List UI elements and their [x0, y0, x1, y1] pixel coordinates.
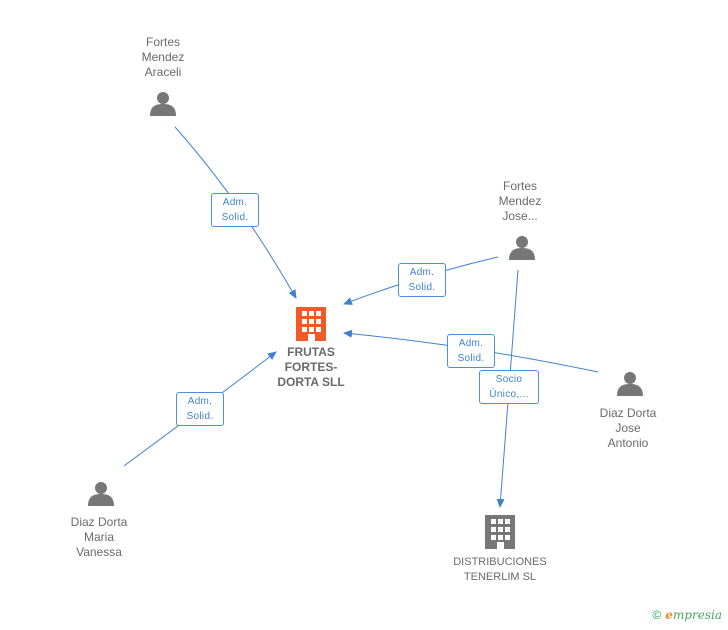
- brand-logo-initial: e: [665, 608, 673, 622]
- relation-badge-socio-unico[interactable]: Socio Único,...: [479, 370, 539, 404]
- building-icon-distribuciones[interactable]: [485, 515, 515, 549]
- node-label-diaz-jose[interactable]: Diaz Dorta Jose Antonio: [599, 406, 657, 450]
- node-label-distribuciones[interactable]: DISTRIBUCIONES TENERLIM SL: [453, 556, 547, 583]
- node-label-fortes-jose[interactable]: Fortes Mendez Jose...: [498, 179, 542, 223]
- node-label-center[interactable]: FRUTAS FORTES- DORTA SLL: [277, 345, 345, 389]
- brand-logo-text: mpresia: [672, 608, 722, 622]
- person-icon-diaz-maria[interactable]: [88, 482, 114, 506]
- copyright-icon: ©: [652, 608, 662, 622]
- building-icon-center[interactable]: [296, 307, 326, 341]
- relation-badge-araceli[interactable]: Adm. Solid.: [211, 193, 259, 227]
- person-icon-diaz-jose[interactable]: [617, 372, 643, 396]
- person-icon-fortes-jose[interactable]: [509, 236, 535, 260]
- person-icon-fortes-araceli[interactable]: [150, 92, 176, 116]
- brand-footer: ©empresia: [652, 608, 722, 622]
- node-label-diaz-maria[interactable]: Diaz Dorta Maria Vanessa: [70, 515, 128, 559]
- node-label-fortes-araceli[interactable]: Fortes Mendez Araceli: [141, 35, 185, 79]
- relation-badge-fortes-jose[interactable]: Adm. Solid.: [398, 263, 446, 297]
- relation-badge-diaz-jose[interactable]: Adm. Solid.: [447, 334, 495, 368]
- relation-badge-diaz-maria[interactable]: Adm. Solid.: [176, 392, 224, 426]
